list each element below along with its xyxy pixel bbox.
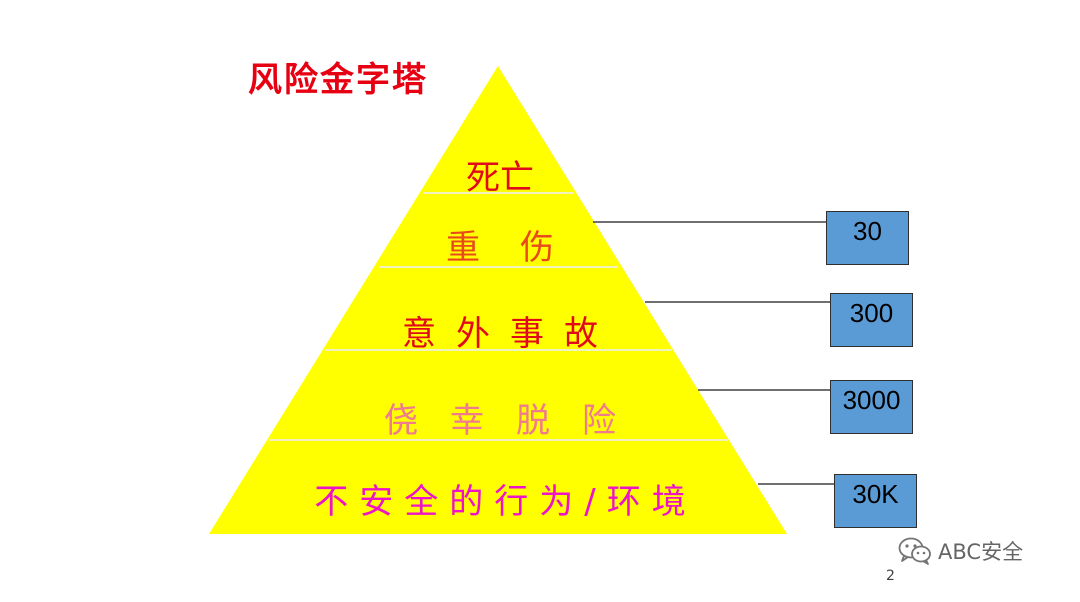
count-box-injury: 30: [826, 211, 909, 265]
page-number: 2: [886, 568, 895, 584]
slide-title: 风险金字塔: [248, 60, 428, 100]
watermark: ABC安全: [898, 536, 1023, 566]
count-box-accident: 300: [830, 293, 913, 347]
level-death-label: 死亡: [466, 158, 534, 198]
pyramid-shape: [209, 66, 787, 534]
count-box-near-miss: 3000: [830, 380, 913, 434]
count-box-unsafe: 30K: [834, 474, 917, 528]
wechat-icon: [898, 537, 931, 565]
level-unsafe-label: 不安全的行为/环境: [314, 482, 697, 522]
level-accident-label: 意外事故: [402, 314, 618, 354]
level-near-miss-label: 侥幸脱险: [384, 401, 648, 441]
level-injury-label: 重伤: [446, 228, 594, 268]
watermark-text: ABC安全: [938, 540, 1024, 564]
